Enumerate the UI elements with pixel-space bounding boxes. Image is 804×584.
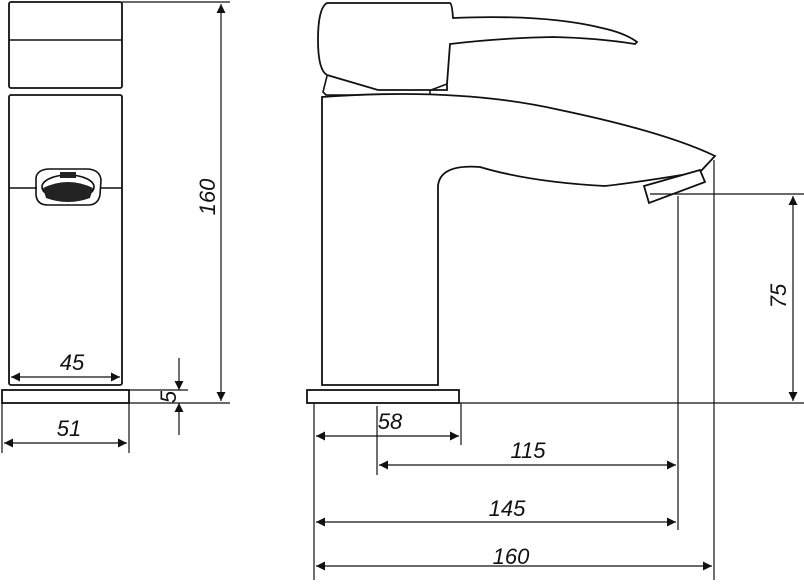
dim-label-total-length: 160 [493, 544, 530, 569]
dim-label-base-depth: 58 [378, 409, 403, 434]
dim-label-spout-height: 75 [766, 283, 791, 308]
dim-label-height-total: 160 [195, 178, 220, 215]
dim-label-inner-width: 45 [60, 350, 85, 375]
side-body-spout [321, 93, 717, 386]
side-view [306, 2, 717, 404]
side-lever [317, 2, 639, 91]
side-base-plate [306, 389, 460, 404]
dim-label-spout-from-base: 115 [510, 438, 546, 463]
front-lever [8, 1, 123, 89]
dim-label-base-thickness: 5 [156, 390, 181, 403]
front-dimensions: 160 45 51 5 [1, 1, 230, 453]
front-body [8, 94, 123, 386]
front-view [1, 1, 130, 404]
aerator-icon [35, 168, 102, 206]
front-base-plate [1, 389, 130, 404]
spout-tip [642, 168, 707, 205]
side-dimensions: 75 58 115 145 160 [313, 160, 804, 580]
dim-label-base-width: 51 [57, 416, 81, 441]
dim-label-spout-reach: 145 [489, 496, 526, 521]
